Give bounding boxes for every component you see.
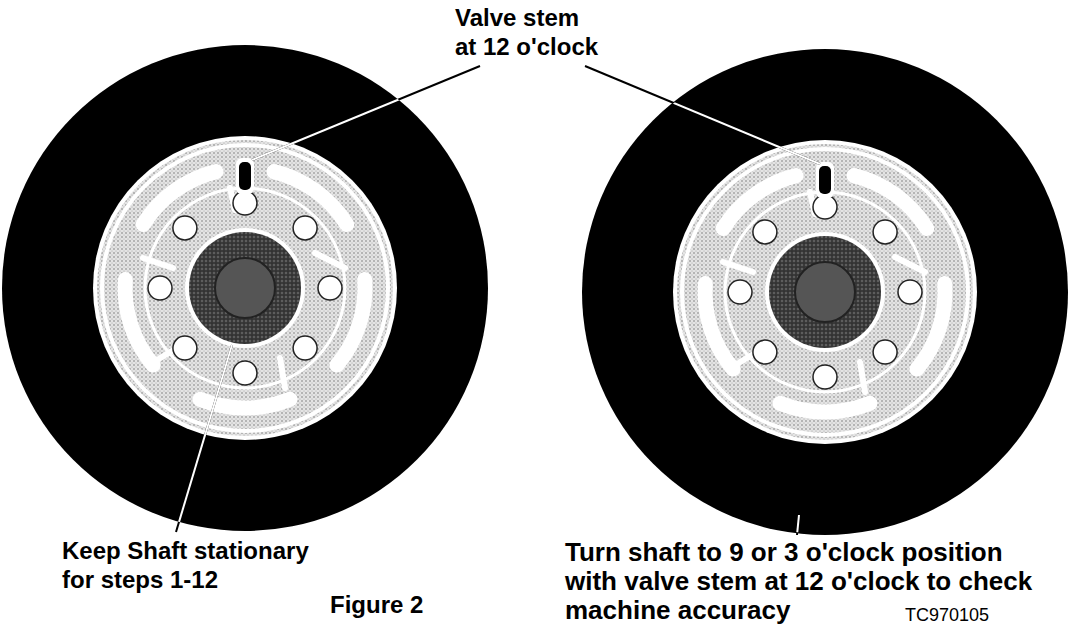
instruction-note: Keep Shaft stationary for steps 1-12 <box>62 536 327 594</box>
figure-caption: Figure 2 <box>330 590 530 619</box>
left-wheel <box>2 45 488 531</box>
leader-lines <box>176 66 820 535</box>
drawing-number: TC970105 <box>905 604 1075 626</box>
right-wheel <box>582 49 1068 535</box>
valve-stem-label: Valve stem at 12 o'clock <box>455 3 603 61</box>
